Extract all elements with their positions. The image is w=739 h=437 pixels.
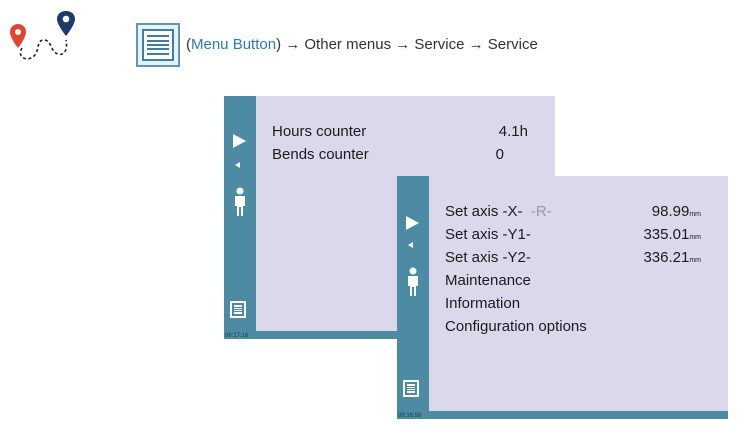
person-icon[interactable]: [231, 187, 249, 217]
set-axis-y2-value: 336.21mm: [643, 249, 701, 266]
hours-counter-label[interactable]: Hours counter: [272, 123, 367, 140]
breadcrumb: (Menu Button) → Other menus → Service → …: [186, 36, 538, 53]
menu-list-icon[interactable]: [403, 380, 419, 397]
breadcrumb-open: (: [186, 36, 191, 53]
status-bar: [224, 331, 555, 339]
set-axis-x-item[interactable]: Set axis -X- -R-: [445, 203, 552, 220]
back-icon[interactable]: [408, 242, 413, 248]
information-item[interactable]: Information: [445, 295, 521, 312]
set-axis-y1-item[interactable]: Set axis -Y1-: [445, 226, 531, 243]
hours-counter-value: 4.1h: [498, 123, 528, 140]
status-bar: [397, 411, 728, 419]
bends-counter-label[interactable]: Bends counter: [272, 146, 369, 163]
clock: 08:16:58: [398, 413, 422, 419]
play-icon[interactable]: [233, 134, 246, 148]
side-toolbar: [224, 96, 256, 339]
menu-button-link[interactable]: Menu Button: [191, 36, 277, 53]
bends-counter-value: 0: [495, 146, 504, 163]
unit-label: mm: [689, 257, 701, 264]
set-axis-x-value: 98.99mm: [652, 203, 701, 220]
unit-label: mm: [689, 234, 701, 241]
person-icon[interactable]: [404, 267, 422, 297]
set-axis-y2-item[interactable]: Set axis -Y2-: [445, 249, 531, 266]
set-axis-x-number: 98.99: [651, 203, 690, 220]
set-axis-y2-number: 336.21: [643, 249, 690, 266]
back-icon[interactable]: [235, 162, 240, 168]
set-axis-y1-number: 335.01: [643, 226, 690, 243]
unit-label: mm: [689, 211, 701, 218]
maintenance-item[interactable]: Maintenance: [445, 272, 531, 289]
service-screen-axes: 08:16:58 Set axis -X- -R- 98.99mm Set ax…: [397, 176, 728, 419]
route-pins-icon: [10, 11, 75, 60]
clock: 08:17:16: [225, 333, 249, 339]
menu-button-icon: [136, 23, 180, 67]
breadcrumb-path: ) → Other menus → Service → Service: [276, 36, 538, 53]
menu-list-icon[interactable]: [230, 301, 246, 318]
set-axis-x-label: Set axis -X-: [445, 203, 523, 220]
side-toolbar: [397, 176, 429, 419]
play-icon[interactable]: [406, 216, 419, 230]
configuration-options-item[interactable]: Configuration options: [445, 318, 587, 335]
set-axis-y1-value: 335.01mm: [643, 226, 701, 243]
set-axis-r-label: -R-: [530, 203, 552, 220]
